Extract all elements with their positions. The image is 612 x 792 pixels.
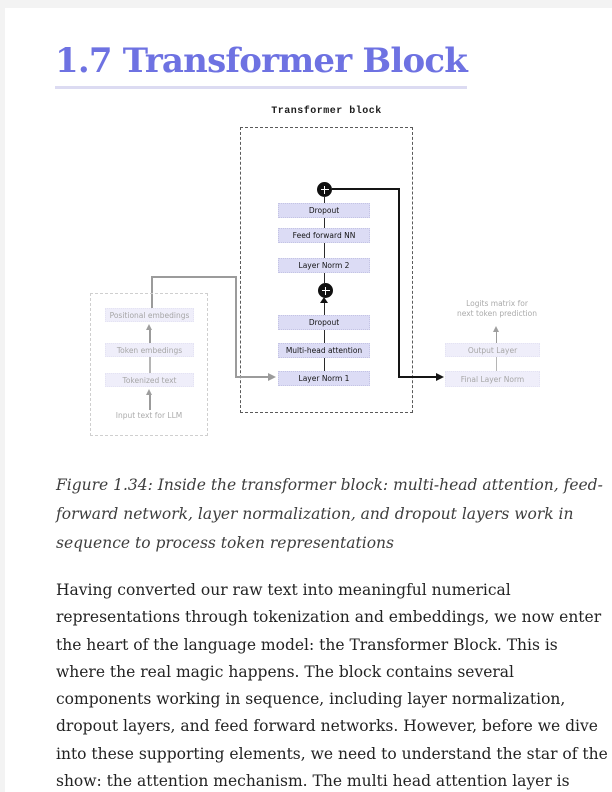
connector-line xyxy=(149,330,151,343)
connector-line xyxy=(323,358,325,371)
page-edge-top xyxy=(0,0,612,8)
transformer-block-container xyxy=(240,127,413,413)
box-tokenized-text: Tokenized text xyxy=(105,373,194,387)
input-path-line xyxy=(151,276,153,308)
arrow-right-icon xyxy=(436,372,444,381)
body-line: show: the attention mechanism. The multi… xyxy=(56,772,570,791)
logits-note-line1: Logits matrix for xyxy=(466,299,528,308)
body-paragraph: Having converted our raw text into meani… xyxy=(56,577,608,792)
transformer-block-label: Transformer block xyxy=(271,106,382,117)
figure-caption: Figure 1.34: Inside the transformer bloc… xyxy=(56,471,603,558)
box-token-embeddings: Token embedings xyxy=(105,343,194,357)
input-path-line xyxy=(235,276,237,377)
arrow-up-icon xyxy=(146,389,152,395)
connector-line xyxy=(323,218,325,228)
connector-line xyxy=(495,357,497,371)
connector-line xyxy=(149,357,151,373)
output-path-line xyxy=(397,188,400,378)
logits-note-line2: next token prediction xyxy=(457,309,537,318)
caption-line: sequence to process token representation… xyxy=(56,534,394,552)
residual-add-icon xyxy=(318,283,333,298)
connector-line xyxy=(149,395,151,410)
arrow-up-icon xyxy=(320,297,328,303)
connector-line xyxy=(323,330,325,343)
body-line: Having converted our raw text into meani… xyxy=(56,581,511,599)
box-multi-head-attention: Multi-head attention xyxy=(278,343,370,358)
box-output-layer: Output Layer xyxy=(445,343,540,357)
residual-add-icon xyxy=(317,182,332,197)
input-text-label: Input text for LLM xyxy=(115,411,183,420)
body-line: components working in sequence, includin… xyxy=(56,690,566,709)
body-line: where the real magic happens. The block … xyxy=(56,662,514,681)
box-positional-embeddings: Positional embedings xyxy=(105,308,194,322)
body-line: representations through tokenization and… xyxy=(56,608,602,627)
body-line: dropout layers, and feed forward network… xyxy=(56,717,598,736)
body-line: into these supporting elements, we need … xyxy=(56,744,608,763)
caption-line: forward network, layer normalization, an… xyxy=(56,505,574,523)
box-feed-forward-nn: Feed forward NN xyxy=(278,228,370,243)
caption-line: Figure 1.34: Inside the transformer bloc… xyxy=(56,476,603,494)
page-edge-left xyxy=(0,0,5,792)
body-line: the heart of the language model: the Tra… xyxy=(56,635,558,654)
connector-line xyxy=(323,273,325,283)
page-title: 1.7 Transformer Block xyxy=(55,41,468,89)
logits-note: Logits matrix for next token prediction xyxy=(440,299,554,319)
connector-line xyxy=(323,196,325,203)
box-dropout-lower: Dropout xyxy=(278,315,370,330)
box-layer-norm-1: Layer Norm 1 xyxy=(278,371,370,386)
embeddings-group-container xyxy=(90,293,208,436)
connector-line xyxy=(495,332,497,343)
connector-line xyxy=(323,243,325,258)
box-dropout-upper: Dropout xyxy=(278,203,370,218)
box-final-layer-norm: Final Layer Norm xyxy=(445,371,540,387)
connector-line xyxy=(323,303,325,315)
input-path-line xyxy=(235,376,268,378)
input-path-line xyxy=(151,276,236,278)
arrow-up-icon xyxy=(146,324,152,330)
output-path-line xyxy=(397,376,437,378)
output-path-line xyxy=(332,188,399,190)
arrow-up-icon xyxy=(492,326,499,332)
arrow-right-icon xyxy=(268,372,276,381)
box-layer-norm-2: Layer Norm 2 xyxy=(278,258,370,273)
